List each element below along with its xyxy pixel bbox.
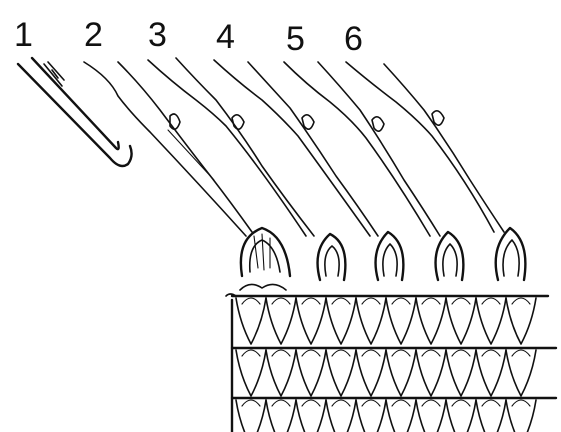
hook-step-2 — [84, 62, 252, 236]
step-label-1: 1 — [14, 16, 33, 54]
stitch-arc — [242, 298, 260, 304]
stitch-arc — [482, 350, 500, 356]
stitch-arc — [422, 350, 440, 356]
stitch-v — [296, 400, 326, 432]
stitch-v — [296, 350, 326, 396]
stitch-arc — [422, 400, 440, 406]
stitch-arc — [362, 400, 380, 406]
stitch-arc — [272, 350, 290, 356]
stitch-v — [416, 350, 446, 396]
knitted-fabric — [226, 284, 556, 432]
stitch-v — [356, 350, 386, 396]
stitch-v — [266, 298, 296, 344]
top-loops — [241, 228, 526, 280]
stitch-v — [506, 298, 536, 344]
stitch-arc — [272, 400, 290, 406]
step-label-2: 2 — [84, 16, 103, 54]
stitch-arc — [512, 298, 530, 304]
stitch-arc — [512, 350, 530, 356]
stitch-v — [356, 400, 386, 432]
stitch-arc — [302, 298, 320, 304]
step-labels: 1 2 3 4 5 6 — [14, 16, 363, 58]
stitch-arc — [392, 350, 410, 356]
stitch-v — [266, 350, 296, 396]
stitch-v — [326, 400, 356, 432]
stitch-v — [266, 400, 296, 432]
hook-step-3 — [148, 58, 314, 236]
stitch-v — [446, 400, 476, 432]
stitch-v — [326, 350, 356, 396]
stitch-v — [296, 298, 326, 344]
stitch-arc — [452, 350, 470, 356]
stitch-v — [386, 350, 416, 396]
stitch-arc — [332, 298, 350, 304]
stitch-arc — [452, 400, 470, 406]
stitch-v — [236, 298, 266, 344]
stitch-arc — [512, 400, 530, 406]
stitch-v — [386, 298, 416, 344]
stitch-v — [356, 298, 386, 344]
step-label-6: 6 — [344, 20, 363, 58]
stitch-v — [506, 350, 536, 396]
stitch-arc — [302, 350, 320, 356]
step-label-4: 4 — [216, 18, 235, 56]
stitch-arc — [242, 400, 260, 406]
stitch-v — [446, 298, 476, 344]
stitch-v — [476, 350, 506, 396]
stitch-v — [386, 400, 416, 432]
stitch-v — [416, 400, 446, 432]
stitch-v — [236, 350, 266, 396]
step-label-3: 3 — [148, 16, 167, 54]
stitch-v — [506, 400, 536, 432]
stitch-arc — [362, 350, 380, 356]
stitch-arc — [272, 298, 290, 304]
stitch-v — [326, 298, 356, 344]
stitch-arc — [482, 298, 500, 304]
hook-step-4 — [214, 60, 378, 236]
stitch-v — [416, 298, 446, 344]
stitch-arc — [452, 298, 470, 304]
stitch-arc — [392, 400, 410, 406]
stitch-v — [446, 350, 476, 396]
stitch-arc — [422, 298, 440, 304]
stitch-arc — [482, 400, 500, 406]
crochet-hook-step-1 — [18, 58, 132, 166]
stitch-v — [236, 400, 266, 432]
stitch-arc — [332, 350, 350, 356]
stitch-v — [476, 400, 506, 432]
stitch-v — [476, 298, 506, 344]
step-label-5: 5 — [286, 20, 305, 58]
stitch-arc — [302, 400, 320, 406]
stitch-arc — [242, 350, 260, 356]
stitch-arc — [392, 298, 410, 304]
stitch-grid — [236, 298, 536, 432]
hook-step-6 — [346, 62, 504, 232]
stitch-arc — [332, 400, 350, 406]
stitch-arc — [362, 298, 380, 304]
